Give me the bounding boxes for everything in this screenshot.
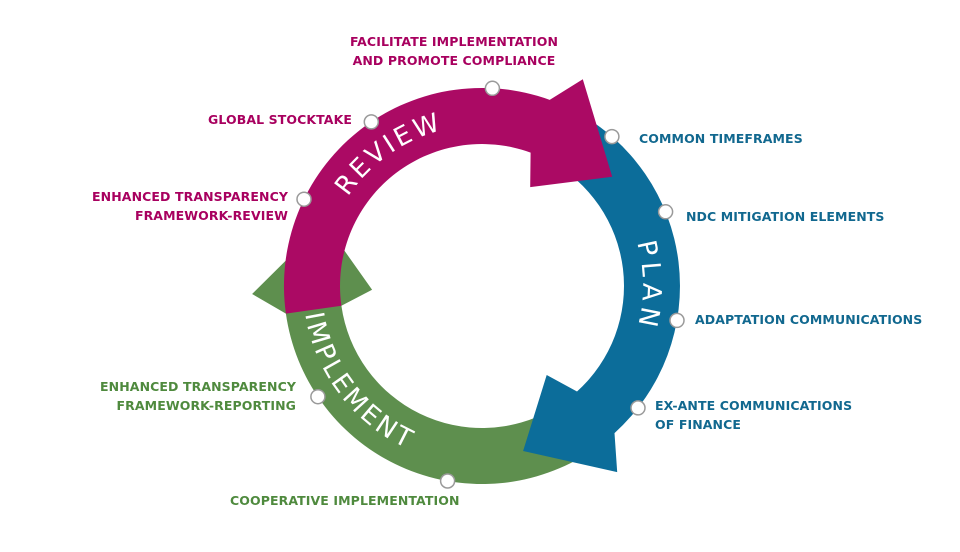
label-line: ENHANCED TRANSPARENCY (92, 189, 288, 204)
node-etf-review (296, 191, 312, 207)
label-cooperative-implementation: COOPERATIVE IMPLEMENTATION (230, 491, 460, 510)
node-ex-ante (630, 400, 646, 416)
review-arrow (283, 79, 613, 314)
label-line: ENHANCED TRANSPARENCY (100, 379, 296, 394)
label-line: FRAMEWORK-REVIEW (134, 208, 288, 223)
plan-arrow (523, 111, 680, 473)
label-line: COOPERATIVE IMPLEMENTATION (230, 493, 460, 508)
label-line: FACILITATE IMPLEMENTATION (349, 34, 559, 49)
label-common-timeframes: COMMON TIMEFRAMES (639, 129, 803, 148)
label-line: OF FINANCE (655, 417, 742, 432)
node-global-stocktake (363, 114, 380, 130)
node-etf-reporting (310, 388, 326, 405)
label-adaptation-communications: ADAPTATION COMMUNICATIONS (695, 310, 922, 329)
label-line: EX-ANTE COMMUNICATIONS (655, 398, 853, 413)
label-ndc-mitigation: NDC MITIGATION ELEMENTS (686, 207, 885, 226)
label-etf-review: ENHANCED TRANSPARENCY FRAMEWORK-REVIEW (92, 187, 288, 225)
label-global-stocktake: GLOBAL STOCKTAKE (208, 110, 352, 129)
node-adaptation (669, 312, 685, 329)
label-line: GLOBAL STOCKTAKE (208, 112, 352, 127)
node-facilitate (484, 80, 501, 97)
label-line: COMMON TIMEFRAMES (639, 131, 803, 146)
label-line: AND PROMOTE COMPLIANCE (352, 53, 556, 68)
label-ex-ante-finance: EX-ANTE COMMUNICATIONS OF FINANCE (655, 396, 852, 434)
label-facilitate-implementation: FACILITATE IMPLEMENTATION AND PROMOTE CO… (330, 32, 578, 70)
label-line: FRAMEWORK-REPORTING (116, 398, 296, 413)
node-common-timeframes (604, 128, 620, 145)
label-line: NDC MITIGATION ELEMENTS (686, 209, 885, 224)
node-ndc-mitigation (657, 204, 674, 220)
label-etf-reporting: ENHANCED TRANSPARENCY FRAMEWORK-REPORTIN… (100, 377, 296, 415)
node-cooperative (439, 473, 456, 489)
label-line: ADAPTATION COMMUNICATIONS (695, 312, 923, 327)
